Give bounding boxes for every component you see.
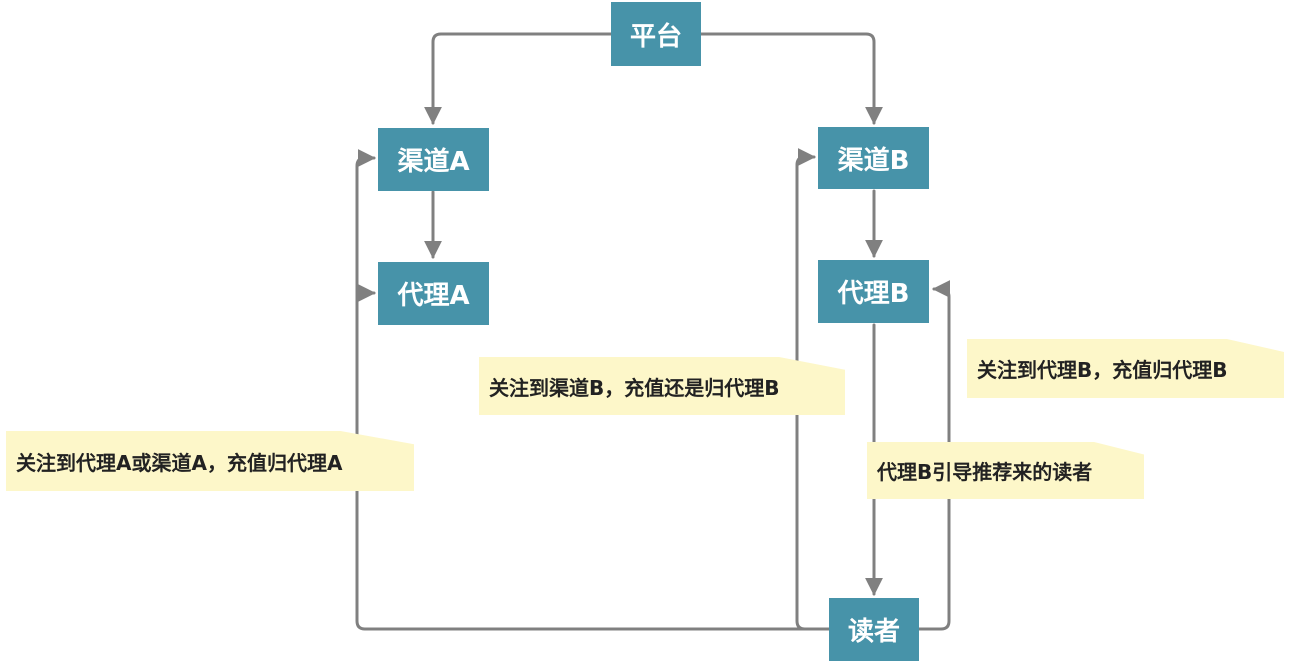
note-agent-b-guide: 代理B引导推荐来的读者 xyxy=(867,442,1144,499)
arrow-platform-to-channel-b xyxy=(698,32,883,125)
node-reader: 读者 xyxy=(829,598,919,661)
note-channel-b-text: 关注到渠道B，充值还是归代理B xyxy=(489,375,780,400)
node-channel-a: 渠道A xyxy=(378,128,489,191)
node-platform: 平台 xyxy=(611,2,701,66)
node-channel-b-label: 渠道B xyxy=(837,145,910,176)
note-agent-b-follow: 关注到代理B，充值归代理B xyxy=(967,339,1284,398)
node-agent-b: 代理B xyxy=(818,260,929,323)
node-channel-a-label: 渠道A xyxy=(397,147,470,177)
note-channel-b: 关注到渠道B，充值还是归代理B xyxy=(479,357,845,415)
node-reader-label: 读者 xyxy=(847,617,900,647)
node-platform-label: 平台 xyxy=(629,21,682,52)
note-agent-b-follow-text: 关注到代理B，充值归代理B xyxy=(977,358,1228,382)
node-agent-b-label: 代理B xyxy=(837,279,910,309)
arrow-reader-to-channel-a xyxy=(355,149,831,631)
arrow-platform-to-channel-a xyxy=(424,32,614,125)
node-agent-a: 代理A xyxy=(378,262,489,325)
node-channel-b: 渠道B xyxy=(818,127,929,189)
note-agent-b-guide-text: 代理B引导推荐来的读者 xyxy=(877,460,1093,484)
note-agent-a-or-channel-a: 关注到代理A或渠道A，充值归代理A xyxy=(6,431,414,491)
note-agent-a-text: 关注到代理A或渠道A，充值归代理A xyxy=(16,450,343,475)
node-agent-a-label: 代理A xyxy=(397,281,470,311)
